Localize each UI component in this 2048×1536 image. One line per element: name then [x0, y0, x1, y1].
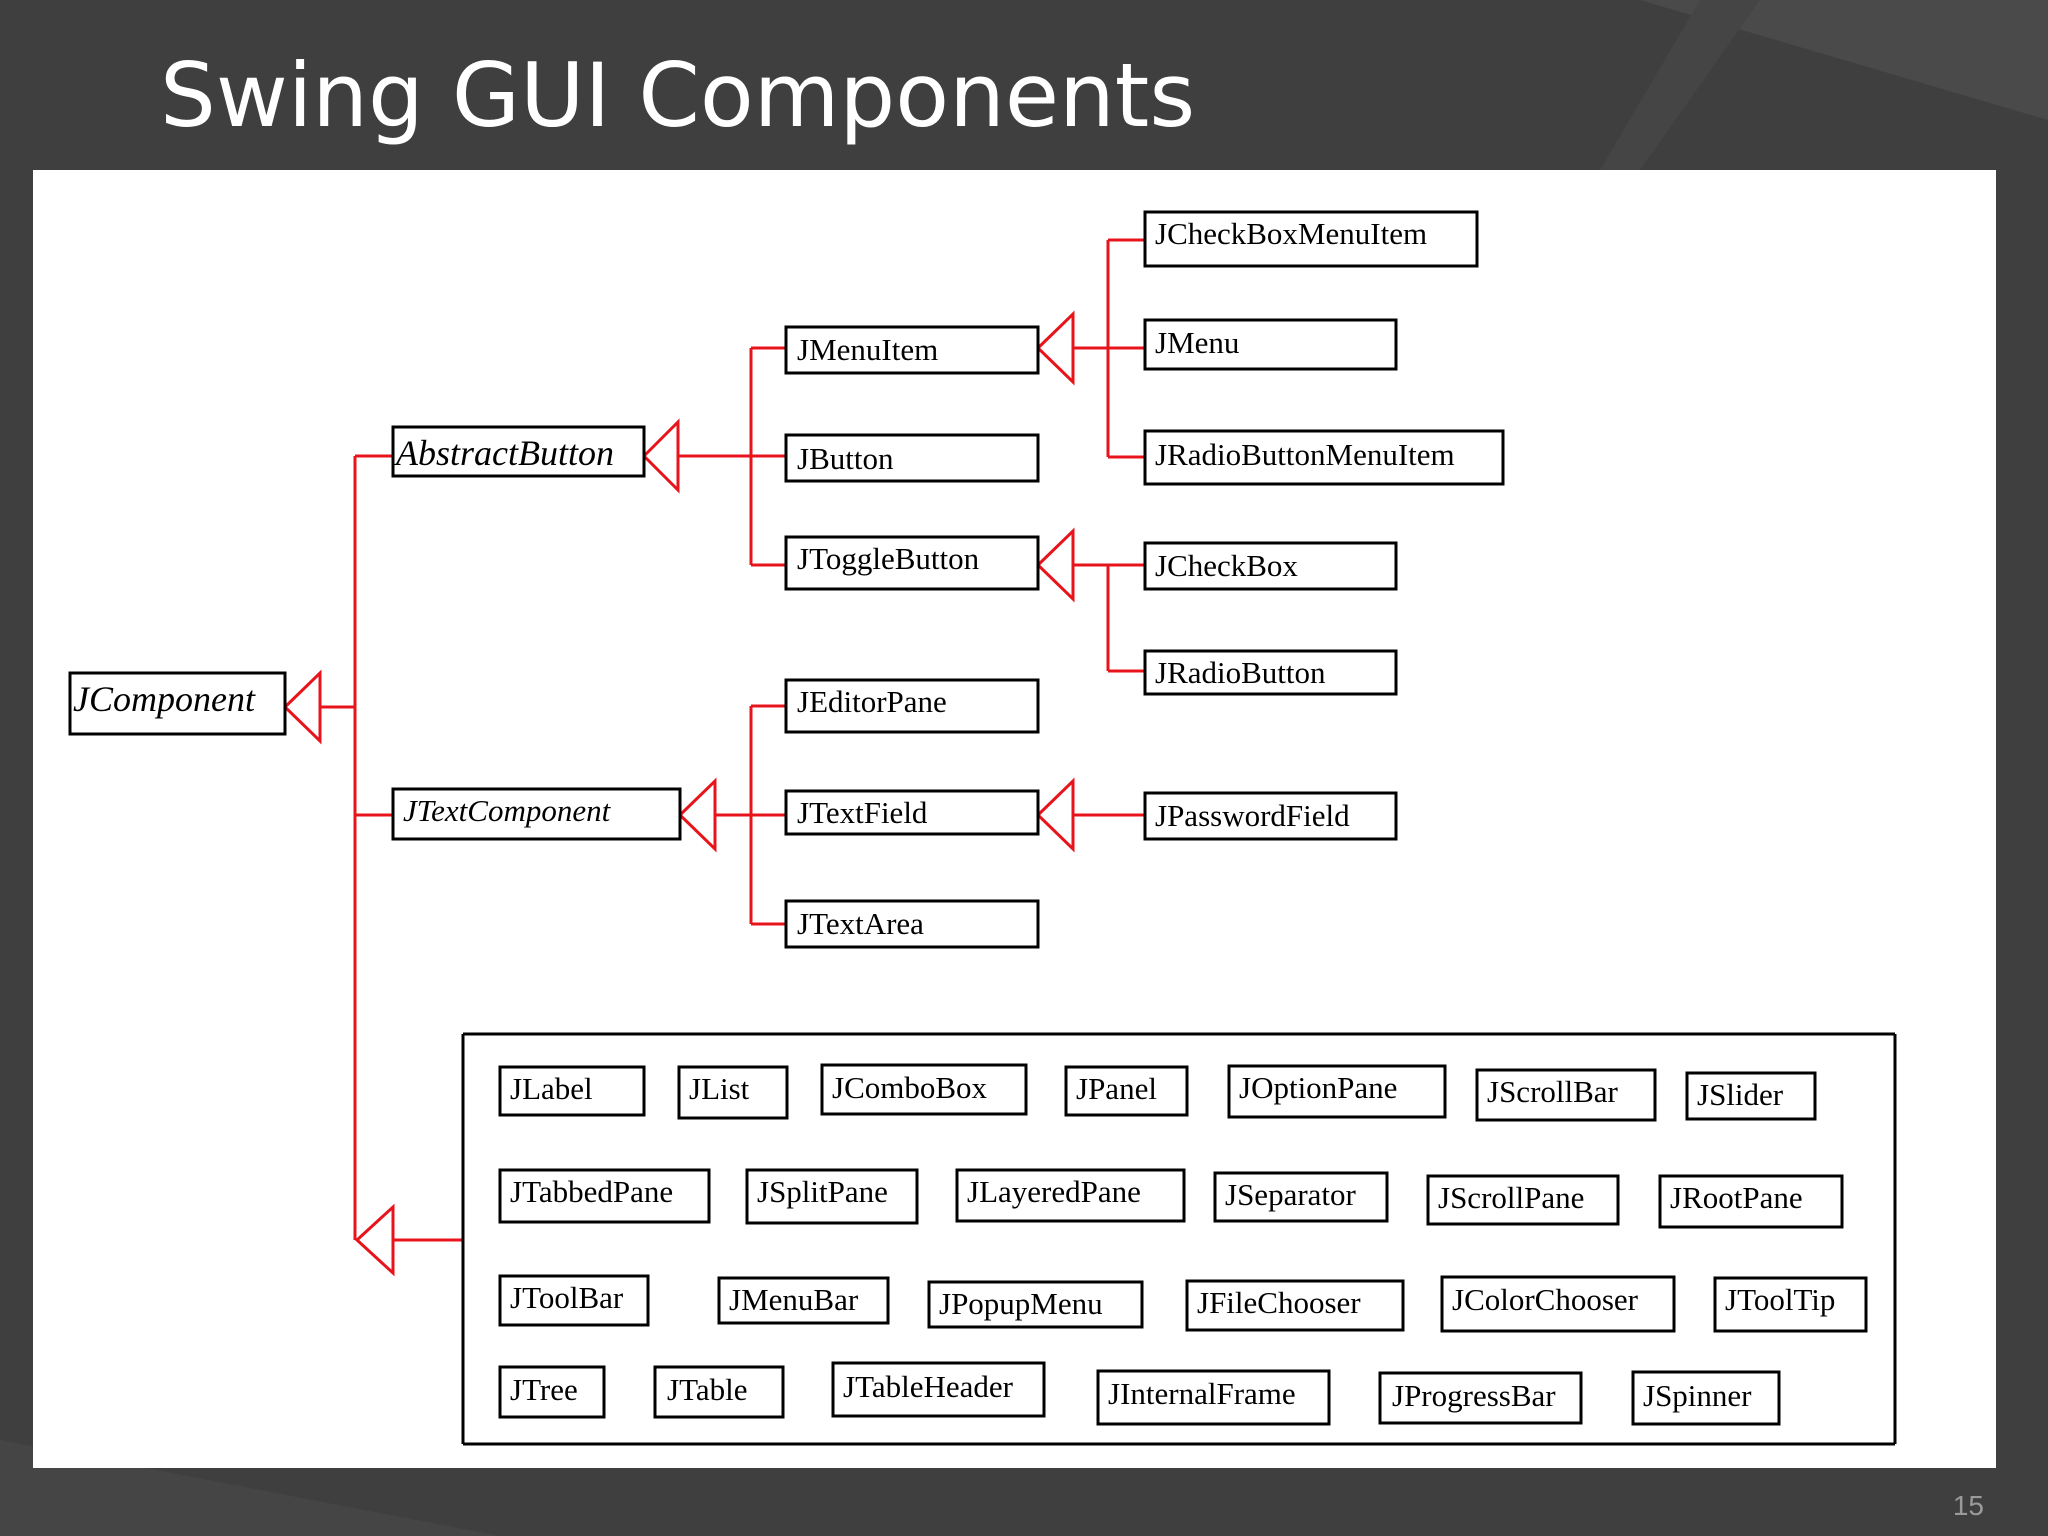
component-jmenubar: JMenuBar — [717, 1276, 890, 1325]
component-jscrollbar: JScrollBar — [1475, 1068, 1657, 1122]
node-jradiobuttonmenuitem: JRadioButtonMenuItem — [1143, 429, 1505, 486]
other-components-group: JLabel JList JComboBox JPanel JOptionPan… — [461, 1032, 1897, 1446]
component-label: JLabel — [510, 1071, 593, 1106]
component-label: JTable — [667, 1372, 747, 1407]
node-jcomponent: JComponent — [68, 671, 287, 736]
node-jtextcomponent: JTextComponent — [391, 787, 682, 841]
component-label: JSeparator — [1225, 1177, 1357, 1212]
component-jlayeredpane: JLayeredPane — [955, 1168, 1186, 1223]
arrow-jcomponent — [282, 669, 322, 745]
component-label: JPanel — [1076, 1071, 1157, 1106]
node-label: JMenuItem — [797, 332, 938, 367]
component-label: JFileChooser — [1197, 1285, 1361, 1320]
arrow-jtextcomponent — [677, 777, 717, 853]
component-jsplitpane: JSplitPane — [745, 1168, 919, 1225]
component-jtable: JTable — [653, 1365, 785, 1419]
inheritance-arrows — [282, 310, 1075, 1277]
component-jlist: JList — [677, 1065, 789, 1120]
component-jspinner: JSpinner — [1631, 1370, 1781, 1426]
component-label: JComboBox — [832, 1070, 988, 1105]
component-jcolorchooser: JColorChooser — [1440, 1275, 1676, 1333]
component-label: JRootPane — [1670, 1180, 1803, 1215]
node-jtextarea: JTextArea — [784, 899, 1040, 949]
arrow-other-components — [354, 1203, 395, 1277]
component-label: JLayeredPane — [967, 1174, 1141, 1209]
component-jtabbedpane: JTabbedPane — [498, 1168, 711, 1224]
component-jinternalframe: JInternalFrame — [1096, 1369, 1331, 1426]
component-jtree: JTree — [498, 1365, 606, 1419]
node-label: JCheckBoxMenuItem — [1155, 216, 1427, 251]
node-jmenuitem: JMenuItem — [784, 325, 1040, 375]
component-label: JScrollPane — [1438, 1180, 1584, 1215]
component-label: JTabbedPane — [510, 1174, 673, 1209]
component-jlabel: JLabel — [498, 1065, 646, 1117]
component-jscrollpane: JScrollPane — [1426, 1174, 1620, 1226]
node-jpasswordfield: JPasswordField — [1143, 791, 1398, 841]
node-label: JPasswordField — [1155, 798, 1350, 833]
node-label: JComponent — [73, 679, 256, 719]
node-label: JTextArea — [797, 906, 924, 941]
component-jseparator: JSeparator — [1213, 1171, 1389, 1223]
component-label: JSplitPane — [757, 1174, 888, 1209]
component-label: JToolBar — [510, 1280, 624, 1315]
component-label: JList — [689, 1071, 750, 1106]
node-jeditorpane: JEditorPane — [784, 678, 1040, 734]
page-number: 15 — [1952, 1490, 1984, 1521]
node-abstractbutton: AbstractButton — [391, 425, 646, 478]
node-label: JCheckBox — [1155, 548, 1298, 583]
component-jfilechooser: JFileChooser — [1185, 1279, 1405, 1332]
arrow-jmenuitem — [1035, 310, 1075, 386]
component-label: JTree — [510, 1372, 578, 1407]
connectors — [320, 238, 1145, 1242]
node-label: AbstractButton — [394, 433, 614, 473]
component-jslider: JSlider — [1685, 1071, 1817, 1121]
component-label: JTableHeader — [843, 1369, 1014, 1404]
node-jcheckboxmenuitem: JCheckBoxMenuItem — [1143, 210, 1479, 268]
component-jtoolbar: JToolBar — [498, 1274, 650, 1327]
node-label: JRadioButton — [1155, 655, 1326, 690]
component-label: JMenuBar — [729, 1282, 859, 1317]
component-label: JColorChooser — [1452, 1282, 1639, 1317]
component-label: JToolTip — [1725, 1282, 1835, 1317]
component-label: JSpinner — [1643, 1378, 1752, 1413]
node-label: JToggleButton — [797, 541, 980, 576]
node-label: JTextField — [797, 795, 928, 830]
component-jcombobox: JComboBox — [820, 1063, 1028, 1116]
arrow-abstractbutton — [641, 418, 680, 494]
component-label: JPopupMenu — [939, 1286, 1103, 1321]
node-jbutton: JButton — [784, 433, 1040, 483]
node-label: JRadioButtonMenuItem — [1155, 437, 1455, 472]
arrow-jtextfield — [1035, 777, 1075, 853]
component-label: JInternalFrame — [1108, 1376, 1296, 1411]
node-label: JEditorPane — [797, 684, 947, 719]
arrow-jtogglebutton — [1035, 527, 1075, 603]
component-jpopupmenu: JPopupMenu — [927, 1280, 1144, 1329]
component-jpanel: JPanel — [1064, 1065, 1189, 1117]
node-jmenu: JMenu — [1143, 318, 1398, 371]
component-jtableheader: JTableHeader — [831, 1361, 1046, 1418]
node-jcheckbox: JCheckBox — [1143, 541, 1398, 591]
node-jradiobutton: JRadioButton — [1143, 649, 1398, 696]
component-label: JProgressBar — [1392, 1378, 1556, 1413]
component-jprogressbar: JProgressBar — [1378, 1371, 1583, 1425]
component-joptionpane: JOptionPane — [1227, 1064, 1447, 1119]
component-label: JScrollBar — [1487, 1074, 1619, 1109]
component-label: JSlider — [1697, 1077, 1784, 1112]
node-label: JButton — [797, 441, 894, 476]
node-jtextfield: JTextField — [784, 789, 1040, 836]
component-jtooltip: JToolTip — [1713, 1276, 1868, 1333]
component-label: JOptionPane — [1239, 1070, 1397, 1105]
slide-title: Swing GUI Components — [160, 44, 1196, 147]
component-jrootpane: JRootPane — [1658, 1174, 1844, 1229]
node-label: JMenu — [1155, 325, 1239, 360]
node-label: JTextComponent — [403, 793, 612, 828]
node-jtogglebutton: JToggleButton — [784, 535, 1040, 591]
